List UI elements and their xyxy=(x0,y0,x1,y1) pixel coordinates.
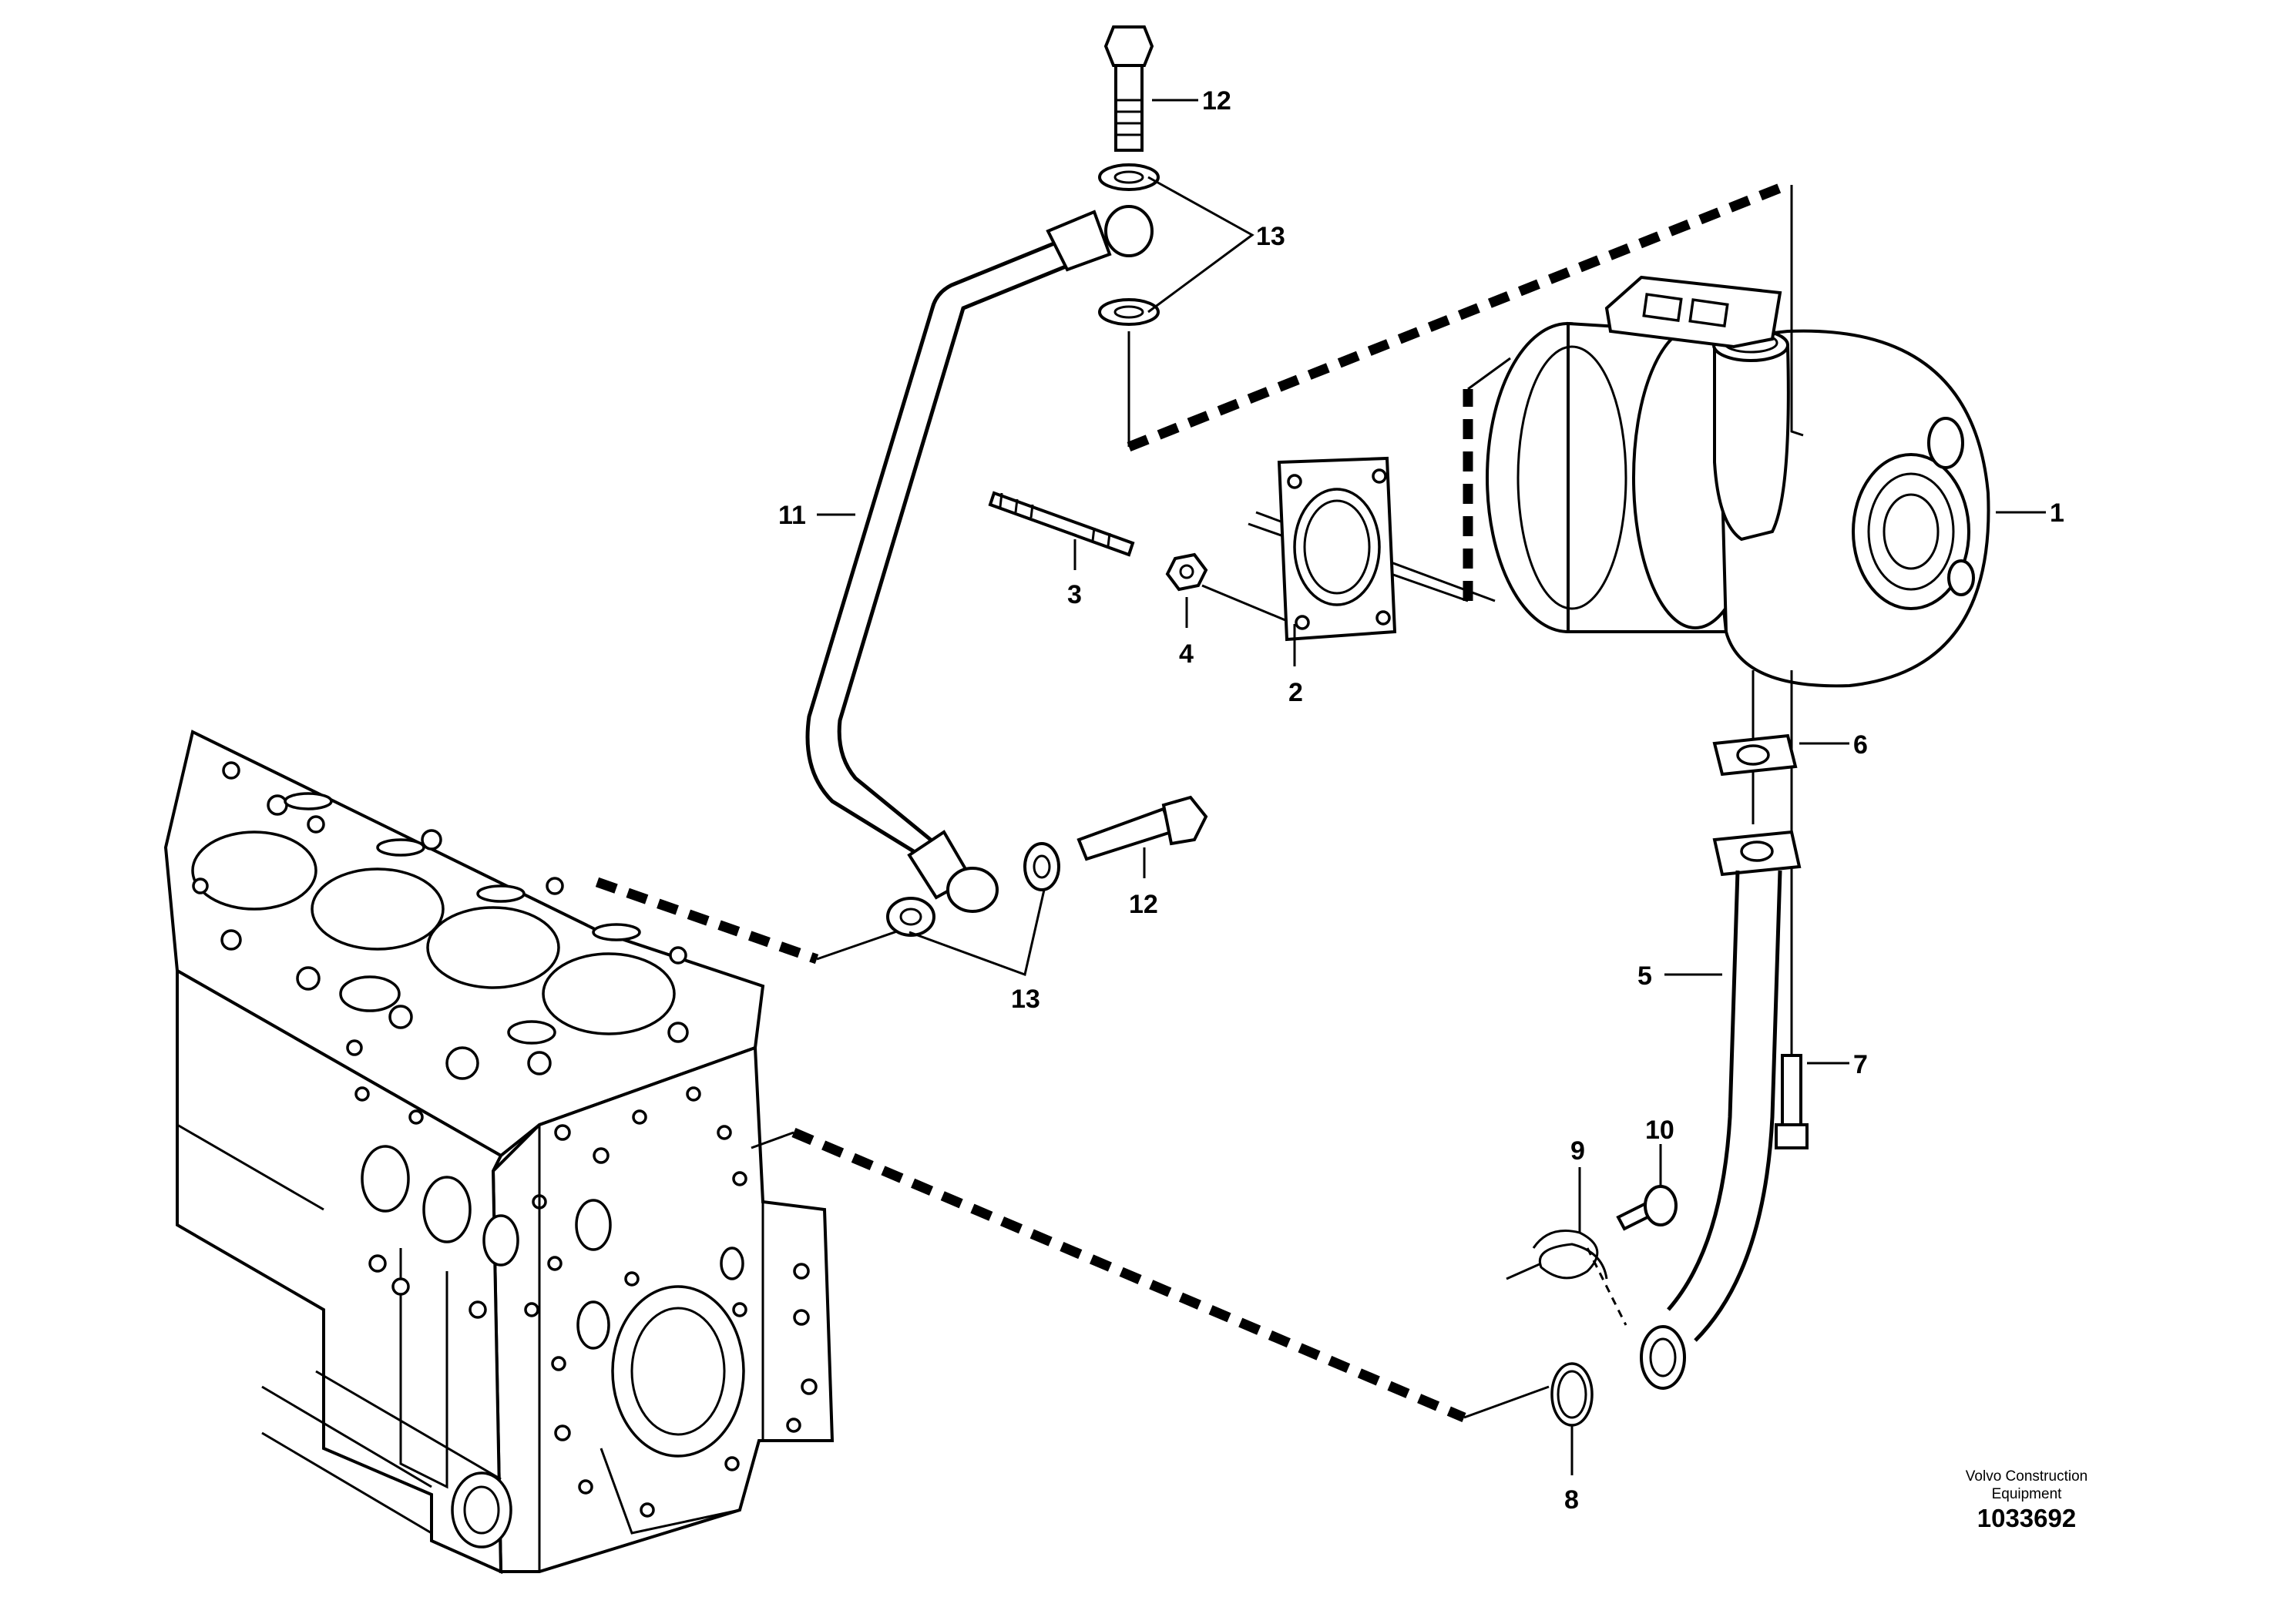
washers xyxy=(886,163,1160,937)
callout-4: 4 xyxy=(1179,639,1194,669)
callout-1: 1 xyxy=(2050,498,2064,528)
drain-assembly xyxy=(1506,733,1809,1427)
callout-13-top: 13 xyxy=(1256,222,1285,251)
callout-7: 7 xyxy=(1853,1050,1868,1079)
callout-5: 5 xyxy=(1637,961,1652,991)
banjo-bolts xyxy=(1076,25,1208,861)
brand-line-1: Volvo Construction xyxy=(1965,1468,2088,1485)
assembly-dashed-lines xyxy=(595,180,1790,1422)
brand-label: Volvo Construction Equipment xyxy=(1896,1468,2158,1503)
part-callouts: 1 2 3 4 5 6 7 8 9 10 11 12 12 13 13 xyxy=(778,86,2064,1515)
callout-3: 3 xyxy=(1067,580,1082,609)
figure-number: 1033692 xyxy=(1977,1504,2077,1532)
leader-lines xyxy=(817,99,2046,1475)
callout-2: 2 xyxy=(1288,678,1303,707)
callout-12-top: 12 xyxy=(1202,86,1231,116)
callout-9: 9 xyxy=(1570,1136,1585,1166)
callout-10: 10 xyxy=(1645,1116,1674,1145)
callout-6: 6 xyxy=(1853,730,1868,760)
callout-13-bottom: 13 xyxy=(1011,985,1040,1014)
turbocharger xyxy=(1486,275,1990,732)
oil-feed-pipe xyxy=(805,205,1154,913)
engine-block xyxy=(163,730,835,1575)
stud-nut-gasket xyxy=(988,456,1397,642)
callout-12-bottom: 12 xyxy=(1129,890,1158,919)
callout-11: 11 xyxy=(778,501,806,530)
brand-line-2: Equipment xyxy=(1991,1486,2062,1502)
callout-8: 8 xyxy=(1564,1485,1579,1515)
